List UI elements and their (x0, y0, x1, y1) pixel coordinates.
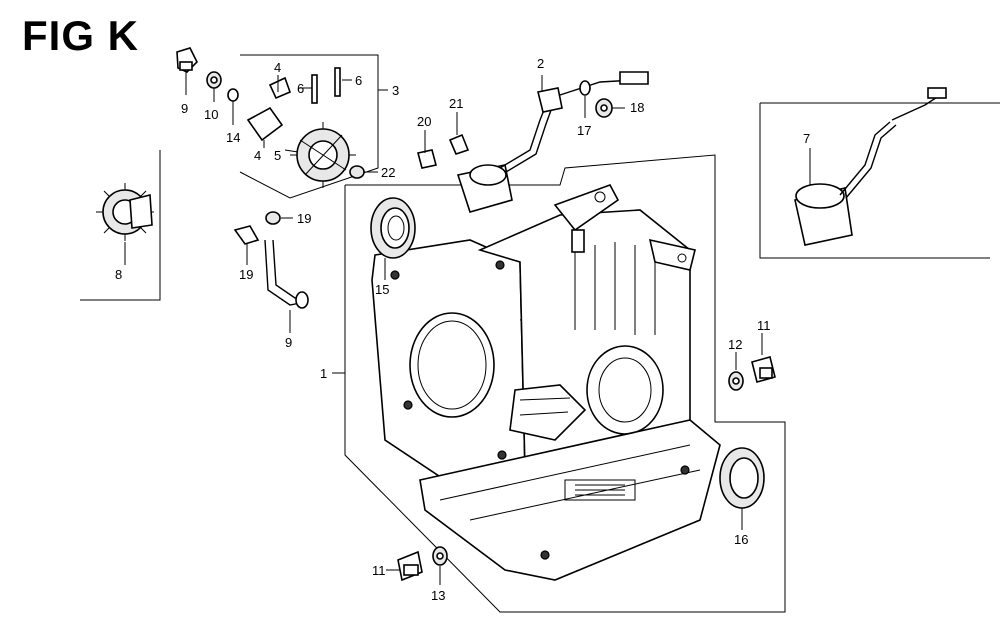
callout-17: 19 (297, 211, 311, 226)
oil-filler-plug (176, 47, 198, 73)
washer-10 (206, 71, 222, 89)
callout-18: 19 (239, 267, 253, 282)
governor-gear (96, 183, 154, 241)
callout-10: 10 (204, 107, 218, 122)
callout-13: 15 (375, 282, 389, 297)
oil-level-switch (456, 71, 649, 213)
bolt-19-lower (417, 149, 437, 169)
callout-8: 9 (285, 335, 292, 350)
oil-alert-unit (794, 87, 947, 246)
callout-11-right: 12 (728, 337, 742, 352)
oil-pump-gear (290, 122, 356, 188)
callout-6-right: 6 (355, 73, 362, 88)
crankcase-body (371, 184, 721, 581)
oil-seal-14 (719, 447, 765, 509)
callout-9-bottom: 11 (372, 563, 386, 578)
washer-22 (349, 165, 365, 179)
callout-12: 14 (226, 130, 240, 145)
callout-4-lower: 4 (254, 148, 261, 163)
callout-1: 1 (320, 366, 327, 381)
callout-15: 17 (577, 123, 591, 138)
figure-title: FIG K (22, 12, 139, 59)
callout-20: 8 (115, 267, 122, 282)
o-ring-12 (227, 88, 239, 102)
callout-19-left: 20 (417, 114, 431, 129)
oil-pump-cover (246, 76, 292, 142)
callout-6-left: 6 (297, 81, 304, 96)
callout-4-upper: 4 (274, 60, 281, 75)
group-bracket-crankcase (344, 154, 786, 613)
callout-9-right: 11 (757, 318, 771, 333)
callout-22: 22 (381, 165, 395, 180)
tube-clip (233, 225, 260, 245)
callout-16: 18 (630, 100, 644, 115)
callout-2: 2 (537, 56, 544, 71)
leader-lines (124, 72, 811, 585)
callout-7: 9 (181, 101, 188, 116)
callout-5: 5 (274, 148, 281, 163)
callout-3: 3 (392, 83, 399, 98)
group-bracket-oil-alert-side (759, 103, 990, 259)
drain-bolt-right (751, 356, 776, 383)
breather-tube (264, 239, 309, 309)
nut-17 (265, 211, 281, 225)
washer-right (728, 371, 744, 391)
bearing-13 (370, 197, 416, 259)
callout-11-bottom: 13 (431, 588, 445, 603)
drain-bolt-bottom (397, 550, 423, 582)
callout-21: 7 (803, 131, 810, 146)
grommet-16 (595, 98, 613, 118)
group-bracket-oil-pump (239, 54, 379, 199)
oil-pump-pins (311, 67, 341, 104)
bolt-19-upper (448, 133, 470, 155)
callout-14: 16 (734, 532, 748, 547)
callout-19-right: 21 (449, 96, 463, 111)
group-bracket-gear (80, 150, 161, 301)
washer-bottom (432, 546, 448, 566)
